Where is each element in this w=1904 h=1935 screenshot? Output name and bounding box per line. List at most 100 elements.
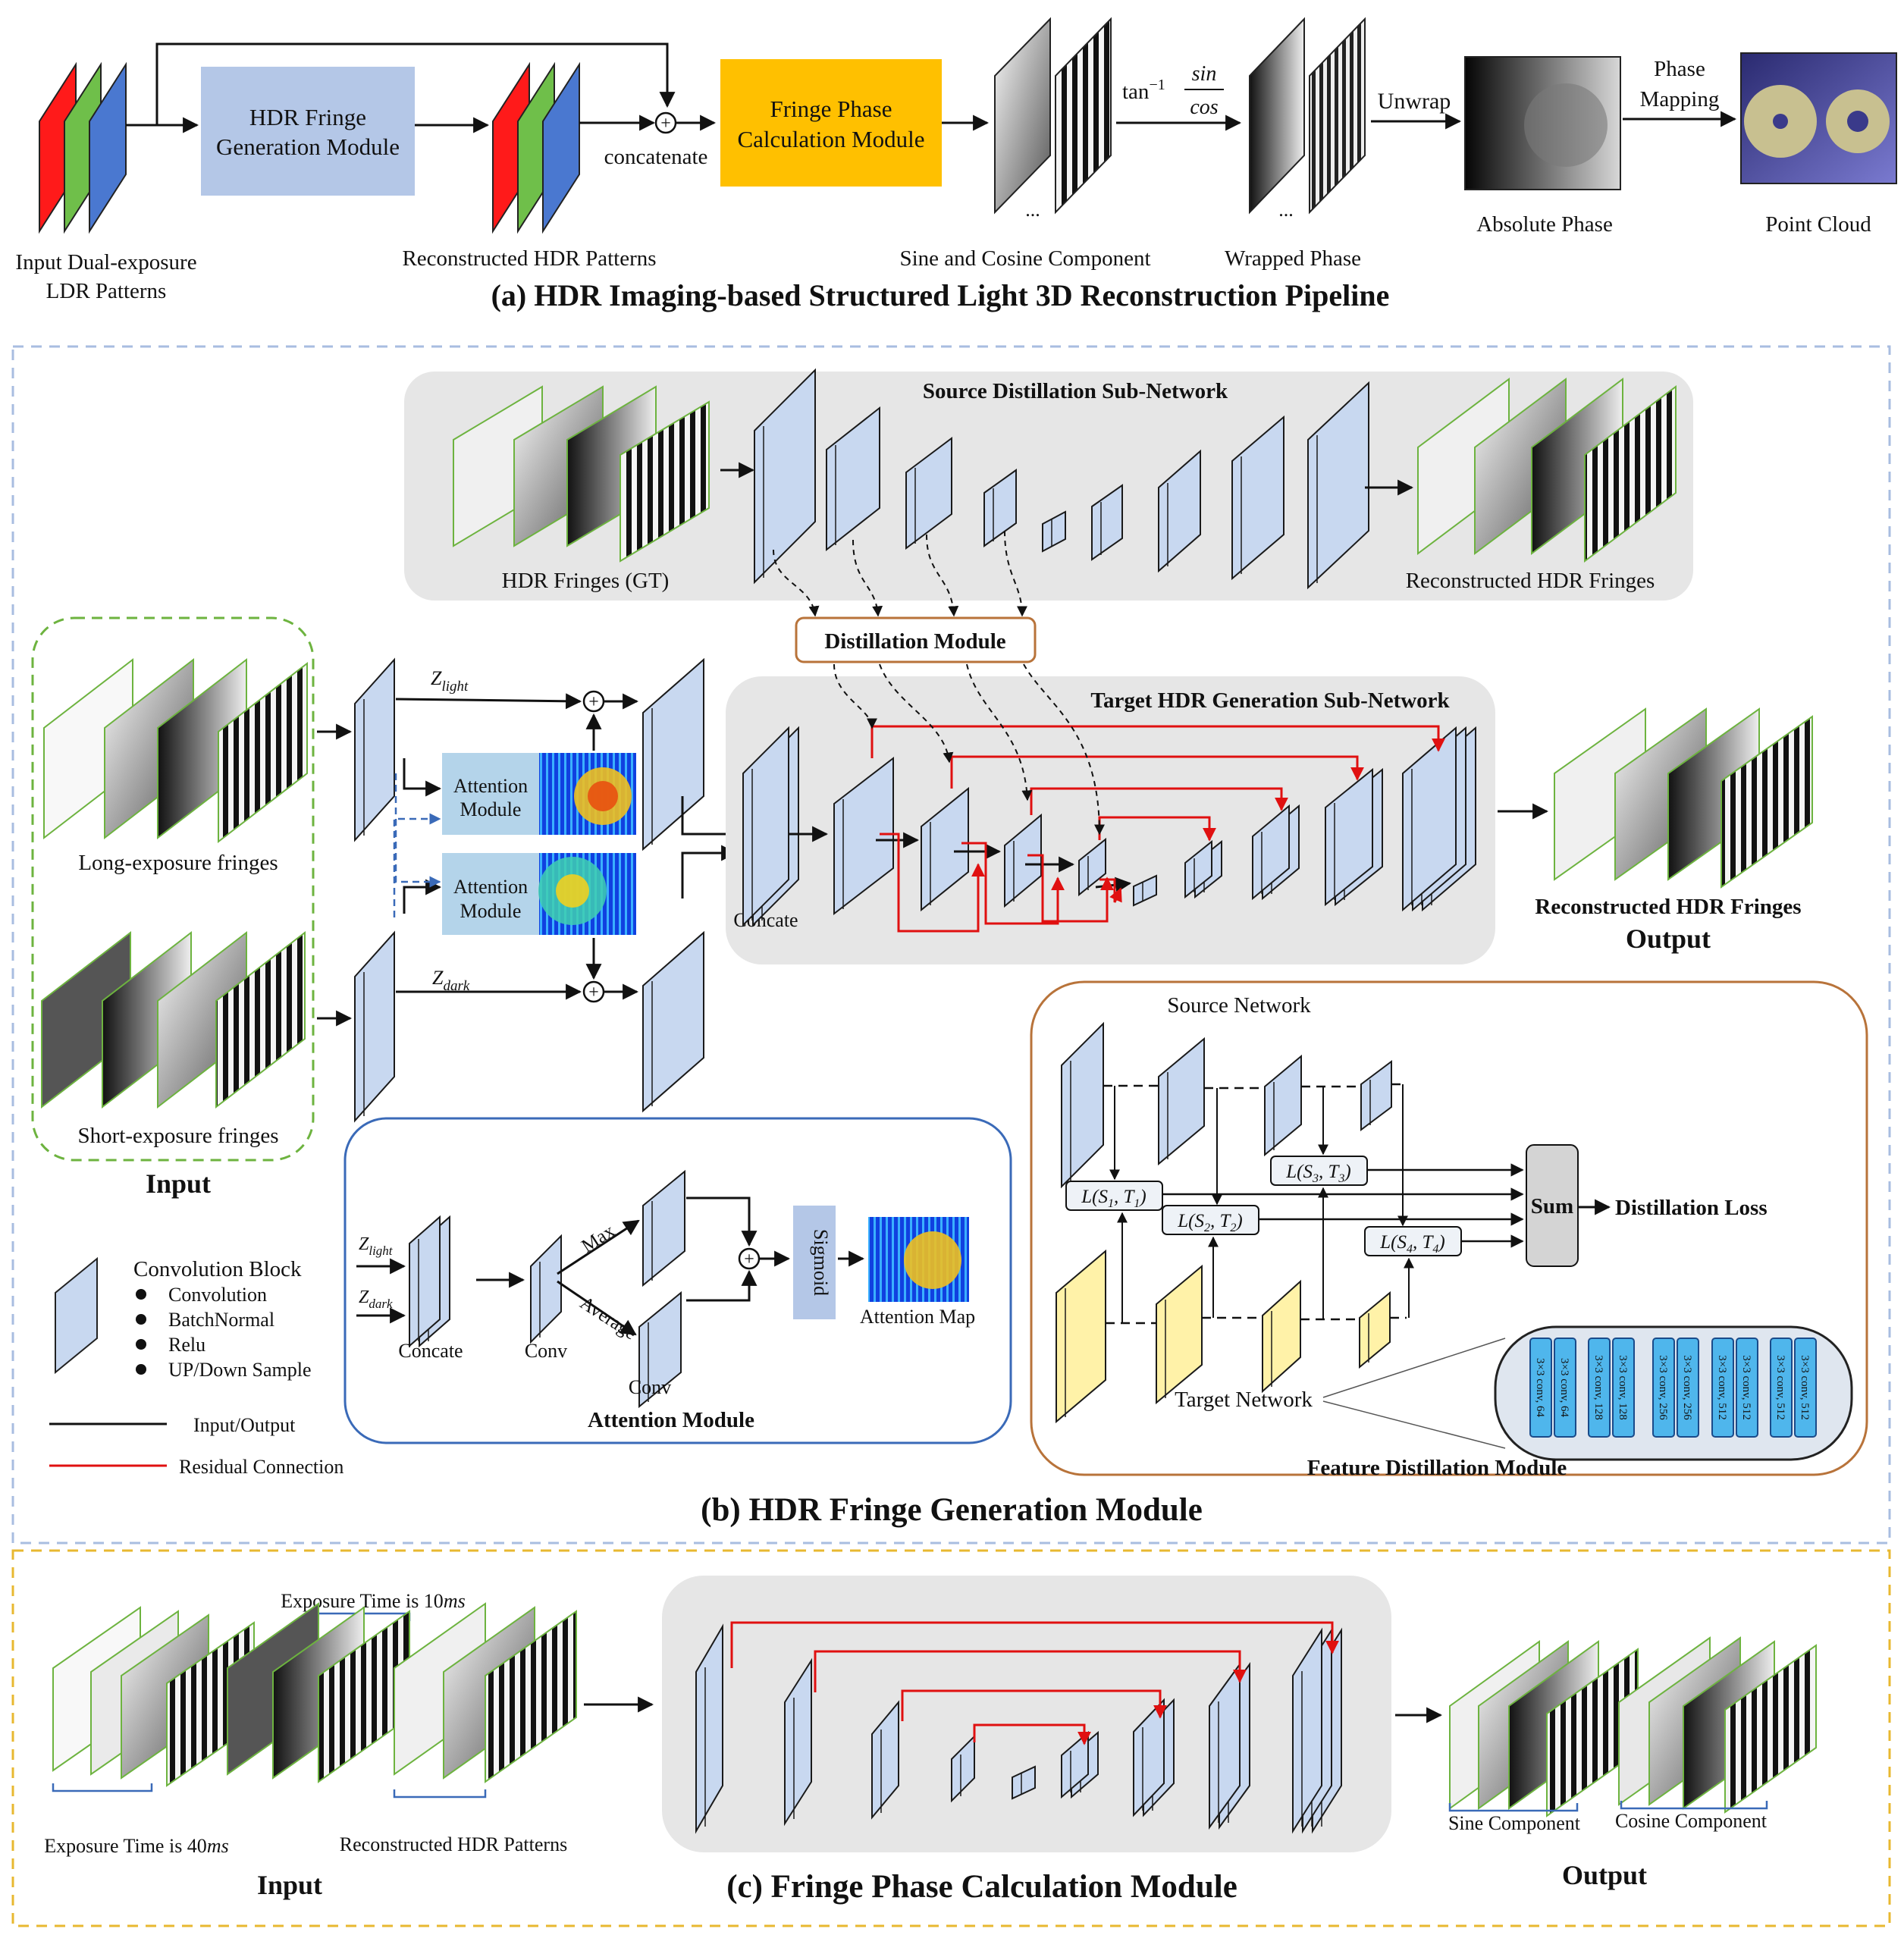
- exp10-label: Exposure Time is 10ms: [281, 1590, 465, 1612]
- wrapped-ellipsis: ...: [1278, 199, 1294, 221]
- phase-output-title: Output: [1562, 1860, 1647, 1890]
- unwrap-label: Unwrap: [1378, 89, 1451, 114]
- attn-max-arrow: [557, 1219, 640, 1275]
- loss-text-3: L(S3, T3): [1285, 1162, 1350, 1185]
- legend-bullet: [136, 1289, 146, 1300]
- dark-output-block: [642, 930, 704, 1113]
- conv-detail-chip: [1736, 1338, 1758, 1438]
- fd-target-net-label: Target Network: [1175, 1388, 1313, 1412]
- source-conv-blocks: [754, 368, 1369, 590]
- fd-target-block: [1262, 1279, 1301, 1394]
- distillation-loss-label: Distillation Loss: [1615, 1196, 1768, 1220]
- phase-input-title: Input: [257, 1870, 322, 1900]
- recon-hdr-label: Reconstructed HDR Patterns: [402, 246, 656, 271]
- z-light-label: Zlight: [431, 667, 469, 695]
- gt-label: HDR Fringes (GT): [502, 569, 670, 593]
- phase-mapping-label-1: Phase: [1654, 57, 1705, 81]
- attn-avg-to-add: [686, 1269, 758, 1302]
- heat-blob: [588, 781, 618, 811]
- skip-connection-arrow: [155, 42, 676, 125]
- attention-module-bottom: [442, 853, 539, 935]
- target-block: [921, 786, 969, 912]
- input-ldr-label-2: LDR Patterns: [46, 279, 167, 303]
- absolute-phase-label: Absolute Phase: [1476, 212, 1613, 237]
- sigmoid-box: [793, 1206, 836, 1319]
- attn-max-to-add: [686, 1196, 758, 1247]
- target-conv-blocks: [742, 725, 1476, 933]
- fd-title: Feature Distillation Module: [1307, 1456, 1567, 1480]
- wrapped-phase-images: [1249, 17, 1366, 215]
- encoder-block-long: [354, 657, 395, 842]
- fd-source-net-label: Source Network: [1167, 993, 1311, 1018]
- conv-detail-text: 3×3 conv, 128: [1592, 1355, 1604, 1419]
- legend-item-2: Relu: [168, 1334, 205, 1356]
- fd-source-block: [1158, 1036, 1205, 1166]
- conv-detail-chip: [1529, 1338, 1552, 1438]
- attn-max-block: [642, 1169, 685, 1287]
- loss-text-4: L(S4, T4): [1379, 1232, 1444, 1256]
- plus-symbol: +: [588, 692, 599, 712]
- sine-component-label: Sine Component: [1448, 1812, 1581, 1834]
- enc-top-to-attention: [403, 758, 442, 797]
- wrapped-label: Wrapped Phase: [1225, 246, 1361, 271]
- recon-bracket: [393, 1789, 487, 1799]
- residual-connection: [870, 725, 1445, 758]
- attn-avg-arrow: [557, 1280, 637, 1336]
- attn-z-light: Zlight: [359, 1234, 394, 1258]
- gt-fringe-images: [453, 385, 710, 563]
- conv-detail-chip: [1612, 1338, 1635, 1438]
- target-block: [833, 756, 894, 916]
- hdr-fringe-generation-box: [201, 67, 415, 196]
- attention-module-top: [442, 753, 539, 835]
- cosine-bracket: [1620, 1801, 1768, 1810]
- fd-target-block: [1056, 1249, 1106, 1424]
- attention-box-title: Attention Module: [588, 1408, 754, 1432]
- residual-connection: [973, 1723, 1091, 1745]
- legend: Convolution Block Convolution BatchNorma…: [49, 1256, 343, 1478]
- callout-line-bottom: [1322, 1400, 1506, 1449]
- encoder-block-short: [354, 930, 395, 1123]
- legend-residual-label: Residual Connection: [179, 1456, 343, 1478]
- phase-recon-label: Reconstructed HDR Patterns: [340, 1833, 567, 1855]
- target-block: [1078, 837, 1106, 897]
- conv-detail-chip: [1588, 1338, 1611, 1438]
- light-to-concat: [681, 796, 736, 836]
- conv-detail-text: 3×3 conv, 256: [1657, 1355, 1669, 1420]
- conv-detail-chip: [1554, 1338, 1576, 1438]
- unet-block: [1012, 1765, 1036, 1800]
- encoder-blocks: [354, 657, 704, 1123]
- z-light-arrow: [395, 693, 582, 710]
- conv-detail-chip: [1711, 1338, 1734, 1438]
- legend-conv-title: Convolution Block: [133, 1257, 302, 1281]
- legend-bullet: [136, 1314, 146, 1325]
- distillation-module-box: [795, 616, 1037, 663]
- short-exposure-images: [41, 930, 306, 1109]
- phase-module-label-1: Fringe Phase: [770, 96, 892, 122]
- atan-label: tan−1: [1122, 77, 1165, 104]
- exp40-bracket: [52, 1783, 153, 1792]
- loss-text-2: L(S2, T2): [1177, 1211, 1242, 1234]
- conv-detail-chip: [1677, 1338, 1699, 1438]
- src-recon-label: Reconstructed HDR Fringes: [1406, 569, 1655, 593]
- loss-to-sum-arrows: [1162, 1163, 1524, 1248]
- target-block: [1184, 839, 1222, 899]
- fd-source-block: [1264, 1054, 1302, 1157]
- heat-blob: [556, 874, 589, 908]
- conv-detail-text: 3×3 conv, 256: [1681, 1355, 1693, 1420]
- target-block: [1252, 804, 1300, 901]
- target-network-title: Target HDR Generation Sub-Network: [1090, 688, 1450, 713]
- pipeline-section: Input Dual-exposure LDR Patterns HDR Fri…: [15, 17, 1897, 312]
- input-title: Input: [146, 1168, 211, 1199]
- attn-conv-label: Conv: [525, 1340, 567, 1362]
- legend-block-icon: [55, 1256, 98, 1375]
- legend-io-label: Input/Output: [193, 1414, 296, 1436]
- point-cloud-label: Point Cloud: [1765, 212, 1871, 237]
- loss-text-1: L(S1, T1): [1081, 1187, 1146, 1210]
- sine-bracket: [1448, 1803, 1579, 1812]
- conv-detail-text: 3×3 conv, 512: [1740, 1355, 1752, 1419]
- sincos-ellipsis: ...: [1025, 199, 1040, 221]
- plus-symbol: +: [588, 983, 599, 1002]
- long-exposure-label: Long-exposure fringes: [78, 851, 278, 875]
- source-conv-block: [1091, 484, 1123, 561]
